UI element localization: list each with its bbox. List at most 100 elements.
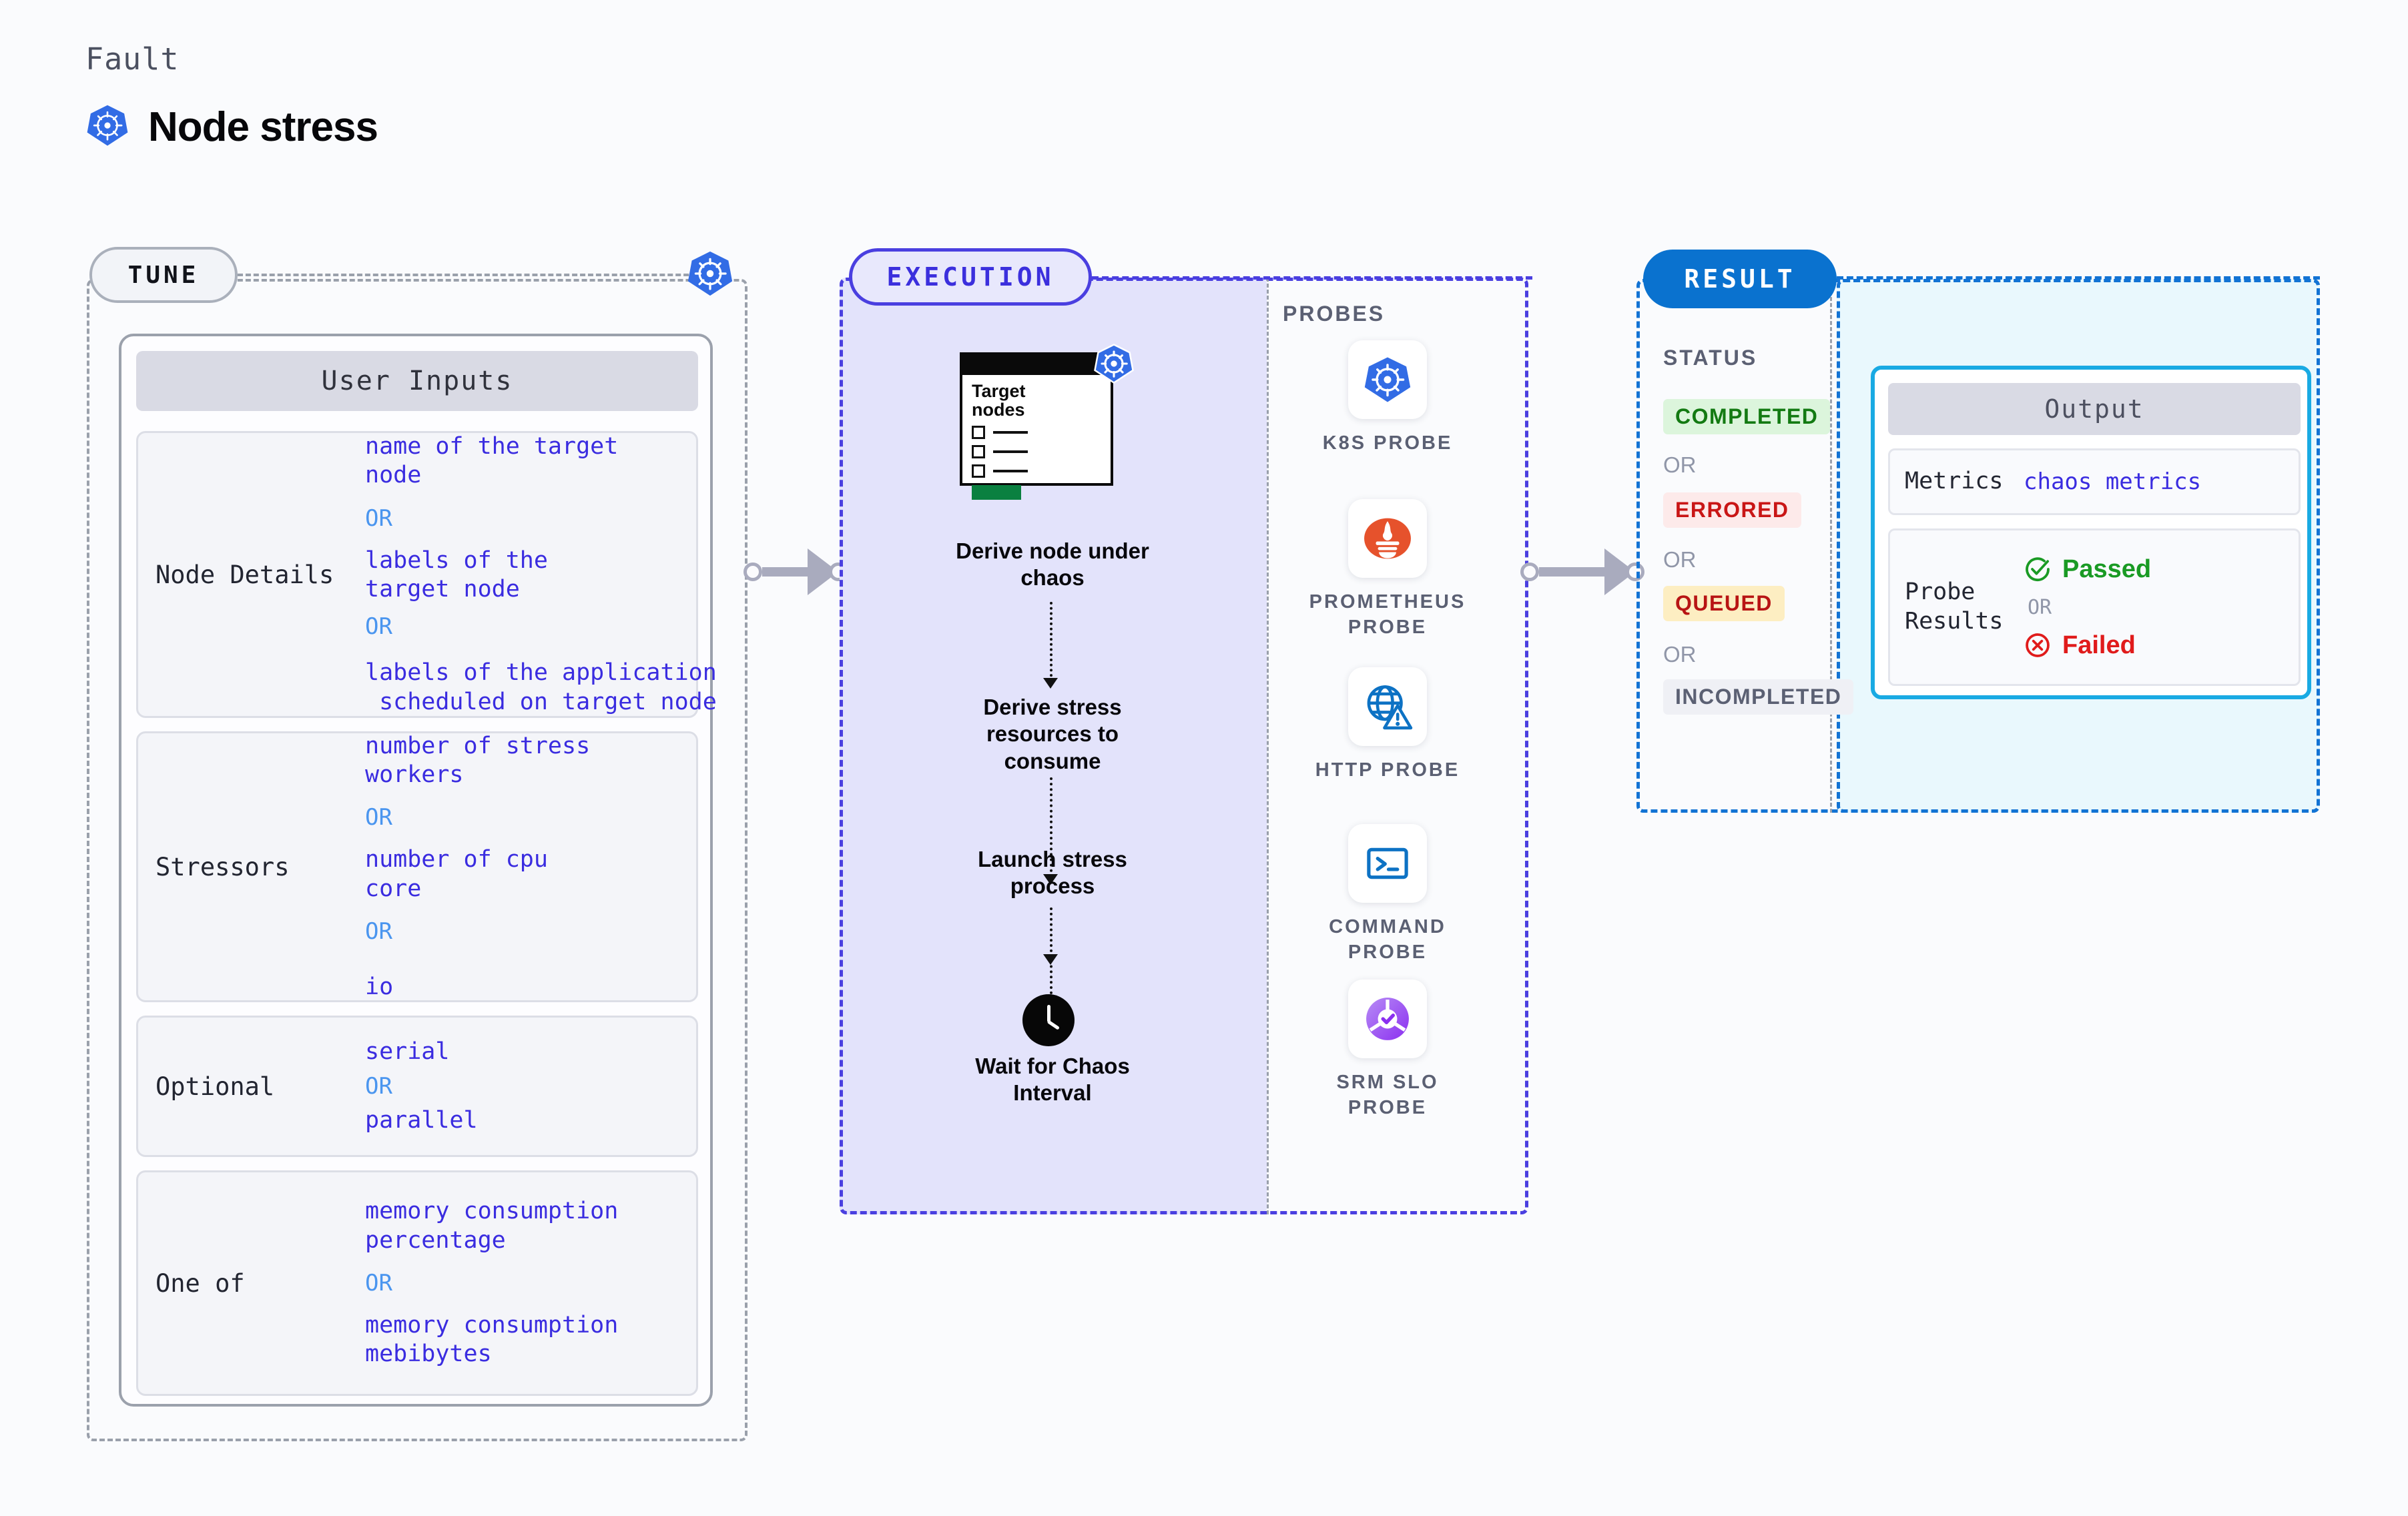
input-value: name of the target node — [365, 432, 619, 489]
page-header: Fault Node stress — [85, 41, 378, 151]
probe-label: HTTP PROBE — [1315, 759, 1460, 781]
input-group-label: Stressors — [156, 852, 290, 881]
input-group-label: Node Details — [156, 560, 334, 589]
result-output-divider — [1830, 279, 1832, 813]
flow-step-wait-interval: Wait for Chaos Interval — [975, 1054, 1130, 1106]
kubernetes-icon — [686, 250, 734, 301]
tune-connector-line — [238, 274, 705, 276]
checkbox-icon — [972, 444, 985, 458]
or-separator: OR — [365, 504, 392, 532]
metrics-value: chaos metrics — [2024, 468, 2202, 495]
checkbox-row — [972, 444, 1101, 458]
or-separator: OR — [2028, 595, 2052, 619]
probe-results-values: Passed OR Failed — [2024, 555, 2151, 660]
status-badge-completed: COMPLETED — [1663, 399, 1831, 434]
input-value: memory consumption mebibytes — [365, 1312, 619, 1368]
fault-kicker: Fault — [85, 41, 180, 77]
input-value: labels of the target node — [365, 546, 548, 603]
input-group-values: serial OR parallel — [365, 1038, 478, 1136]
connector-dot — [743, 562, 762, 581]
user-inputs-title: User Inputs — [136, 351, 698, 411]
result-connector-line — [1837, 276, 2320, 280]
input-value: labels of the application scheduled on t… — [365, 659, 717, 715]
or-separator: OR — [1663, 452, 1697, 477]
probe-command[interactable]: COMMAND PROBE — [1304, 824, 1471, 965]
prometheus-icon — [1364, 518, 1411, 559]
probe-http[interactable]: HTTP PROBE — [1304, 667, 1471, 783]
stage-pill-execution[interactable]: EXECUTION — [849, 248, 1092, 306]
input-group-label: Optional — [156, 1072, 275, 1101]
or-separator: OR — [365, 918, 392, 945]
input-group-stressors: Stressors number of stress workers OR nu… — [136, 731, 698, 1002]
input-group-optional: Optional serial OR parallel — [136, 1016, 698, 1157]
connector-dot — [1626, 562, 1644, 581]
kubernetes-icon — [85, 103, 129, 151]
connector-bar — [762, 567, 808, 577]
clock-icon — [1022, 994, 1075, 1046]
checkbox-icon — [972, 464, 985, 478]
output-row-probe-results: Probe Results Passed OR Failed — [1888, 528, 2301, 686]
result-panel — [1636, 279, 2320, 813]
output-row-metrics: Metrics chaos metrics — [1888, 448, 2301, 515]
flow-arrowhead — [1043, 874, 1058, 885]
probe-srm-slo[interactable]: SRM SLO PROBE — [1304, 980, 1471, 1120]
flow-arrowhead — [1043, 954, 1058, 965]
probe-results-label: Probe Results — [1905, 579, 2004, 635]
or-separator: OR — [1663, 547, 1697, 572]
flow-arrow — [1050, 602, 1052, 682]
probe-tile[interactable] — [1348, 980, 1427, 1058]
or-separator: OR — [365, 613, 392, 641]
passed-label: Passed — [2062, 554, 2152, 583]
probe-label: COMMAND PROBE — [1329, 916, 1446, 963]
tune-panel — [87, 279, 747, 1441]
execution-connector-line — [1092, 276, 1532, 280]
checkbox-row — [972, 425, 1101, 439]
probe-tile[interactable] — [1348, 824, 1427, 903]
line-placeholder — [993, 450, 1028, 453]
input-group-one-of: One of memory consumption percentage OR … — [136, 1170, 698, 1396]
input-value: serial — [365, 1038, 450, 1065]
status-badge-errored: ERRORED — [1663, 492, 1801, 528]
flow-step-derive-node: Derive node under chaos — [956, 538, 1149, 591]
or-separator: OR — [365, 1270, 392, 1296]
user-inputs-card: User Inputs Node Details name of the tar… — [119, 334, 717, 1407]
status-badge-incompleted: INCOMPLETED — [1663, 679, 1854, 715]
flow-step-launch-stress: Launch stress process — [978, 847, 1127, 899]
checkbox-icon — [972, 425, 985, 439]
check-circle-icon — [2026, 557, 2050, 581]
fault-title-row: Node stress — [85, 103, 378, 151]
connector-execution-to-result — [1520, 548, 1654, 595]
page-title: Node stress — [148, 104, 378, 150]
probe-prometheus[interactable]: PROMETHEUS PROBE — [1304, 499, 1471, 640]
input-group-node-details: Node Details name of the target node OR … — [136, 431, 717, 718]
probe-tile[interactable] — [1348, 340, 1427, 419]
x-circle-icon — [2026, 633, 2050, 657]
metrics-label: Metrics — [1905, 468, 2004, 495]
output-card: Output Metrics chaos metrics Probe Resul… — [1871, 366, 2311, 699]
input-group-label: One of — [156, 1268, 245, 1298]
flow-arrow — [1050, 907, 1052, 994]
progress-bar — [972, 484, 1021, 500]
globe-warning-icon — [1367, 685, 1413, 730]
probe-tile[interactable] — [1348, 499, 1427, 578]
input-group-values: number of stress workers OR number of cp… — [365, 732, 590, 1002]
kubernetes-icon — [1093, 343, 1135, 388]
or-separator: OR — [1663, 642, 1697, 667]
input-value: number of stress workers — [365, 732, 591, 788]
stage-pill-result[interactable]: RESULT — [1643, 250, 1837, 308]
flow-step-derive-resources: Derive stress resources to consume — [983, 695, 1122, 773]
probe-tile[interactable] — [1348, 667, 1427, 746]
connector-bar — [1539, 567, 1604, 577]
probe-result-failed: Failed — [2024, 631, 2151, 660]
probe-result-passed: Passed — [2024, 555, 2151, 584]
output-title: Output — [1888, 383, 2301, 435]
or-separator: OR — [365, 1073, 392, 1100]
probe-label: PROMETHEUS PROBE — [1309, 591, 1466, 638]
flow-arrowhead — [1043, 678, 1058, 689]
probe-label: SRM SLO PROBE — [1336, 1072, 1439, 1118]
probe-k8s[interactable]: K8S PROBE — [1304, 340, 1471, 456]
card-body: Target nodes — [960, 375, 1113, 500]
stage-pill-tune[interactable]: TUNE — [89, 247, 238, 303]
line-placeholder — [993, 469, 1028, 472]
or-separator: OR — [365, 804, 392, 831]
